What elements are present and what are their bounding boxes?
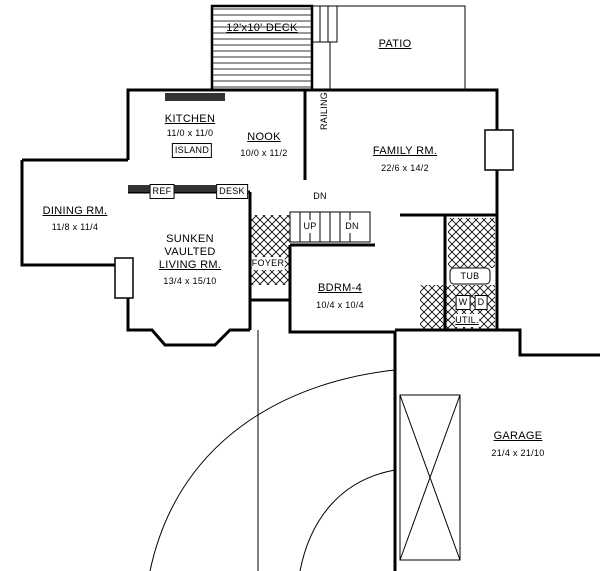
counter-bottom: [128, 185, 248, 192]
nook-label: NOOK: [247, 131, 281, 143]
stairs-up: UP: [303, 220, 317, 233]
living-room-label: LIVING RM.: [158, 259, 222, 271]
counter-top: [165, 93, 225, 101]
fireplace-living: [114, 257, 134, 299]
nook-dims: 10/0 x 11/2: [240, 148, 288, 158]
foyer-label: FOYER: [251, 257, 285, 270]
bdrm4-label: BDRM-4: [318, 282, 362, 294]
living-line2: VAULTED: [164, 246, 216, 258]
deck-stairs: [311, 5, 338, 43]
fireplace-family: [484, 129, 514, 171]
deck: [210, 4, 314, 92]
garage-dims: 21/4 x 21/10: [491, 448, 545, 458]
dryer: D: [474, 295, 488, 310]
util-label: UTIL.: [455, 314, 479, 327]
railing-label: RAILING: [319, 91, 329, 130]
stairs-dn: DN: [345, 220, 359, 233]
kitchen-dims: 11/0 x 11/0: [166, 128, 214, 138]
dining-room-dims: 11/8 x 11/4: [51, 222, 99, 232]
desk-label: DESK: [216, 184, 248, 199]
family-room-label: FAMILY RM.: [372, 145, 438, 157]
driveway: [149, 330, 396, 571]
kitchen-label: KITCHEN: [164, 113, 216, 125]
washer: W: [455, 295, 471, 310]
garage-label: GARAGE: [493, 430, 543, 442]
ref-label: REF: [149, 184, 175, 199]
family-room-dims: 22/6 x 14/2: [381, 163, 429, 173]
stairs-dn-top: DN: [313, 191, 327, 201]
foyer-tile: [250, 215, 290, 285]
bath-tile: [448, 218, 495, 268]
garage-door-outline: [399, 394, 461, 561]
walls: [20, 88, 600, 571]
patio-label: PATIO: [378, 38, 412, 50]
tub-label: TUB: [460, 271, 480, 281]
deck-label: 12'x10' DECK: [226, 22, 298, 34]
patio: [330, 5, 466, 90]
living-line1: SUNKEN: [166, 233, 214, 245]
bdrm4-dims: 10/4 x 10/4: [316, 300, 364, 310]
living-room-dims: 13/4 x 15/10: [163, 276, 217, 286]
dining-room-label: DINING RM.: [42, 205, 108, 217]
island: ISLAND: [171, 143, 213, 158]
tub: [449, 267, 491, 285]
